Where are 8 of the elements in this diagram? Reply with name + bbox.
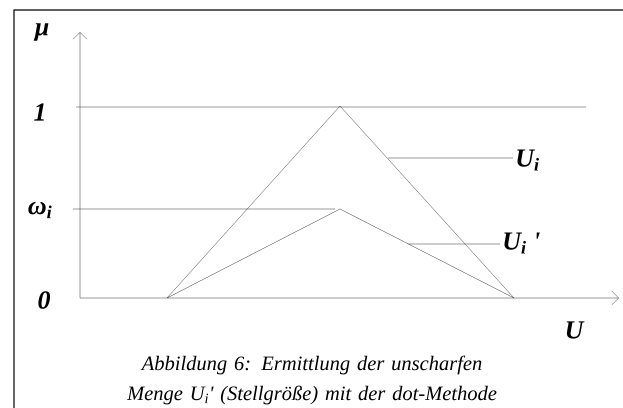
axis-label: μ bbox=[34, 23, 48, 41]
figure-caption: Abbildung 6: Ermittlung der unscharfen Menge U$_{i}$' (Stellgröße) mit der dot-Methode bbox=[126, 356, 496, 404]
tick-label: 1 bbox=[34, 103, 44, 121]
tick-label: 0 bbox=[38, 291, 50, 309]
curve-label: U$_{i}$ ' bbox=[504, 232, 540, 254]
curve-label: U$_{i}$ bbox=[517, 149, 539, 171]
axis-label: U bbox=[566, 321, 585, 339]
tick-label: ω$_{i}$ bbox=[28, 202, 52, 218]
